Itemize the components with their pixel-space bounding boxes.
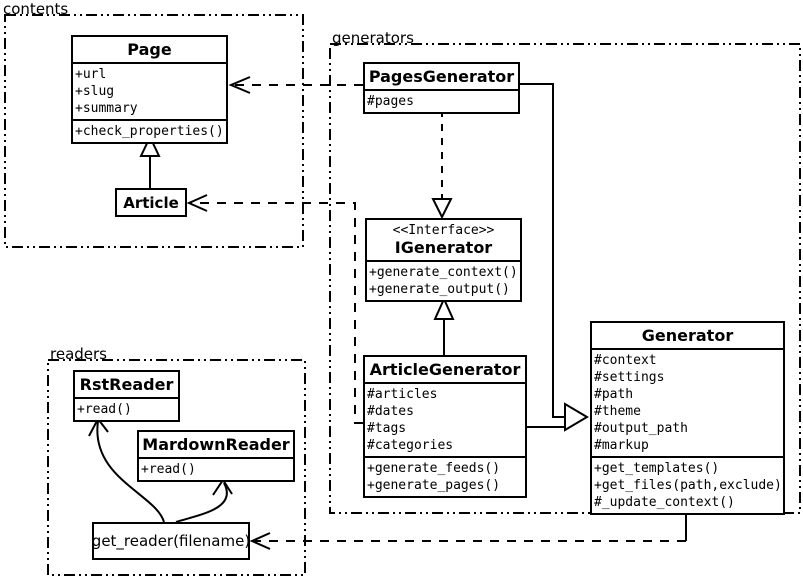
attribute: +url [75, 67, 107, 82]
generalization-arrow-articlegenerator-to-igenerator [433, 296, 455, 355]
class-generator-name: Generator [641, 326, 734, 345]
class-igenerator-name: IGenerator [394, 238, 493, 257]
attribute: #categories [367, 438, 454, 453]
class-generator: Generator #context #settings #path #them… [590, 321, 785, 515]
class-rstreader-name: RstReader [79, 375, 174, 394]
method: +generate_pages() [367, 478, 501, 493]
class-page-attributes: +url +slug +summary [73, 62, 226, 119]
attribute: #context [594, 353, 657, 368]
class-igenerator-stereotype: <<Interface>> [392, 223, 495, 238]
package-border-readers [47, 359, 306, 576]
package-border-contents [4, 14, 304, 248]
class-articlegenerator-name: ArticleGenerator [369, 360, 521, 379]
class-page-name: Page [127, 40, 172, 59]
class-mardownreader: MardownReader +read() [137, 430, 295, 482]
attribute: #articles [367, 387, 438, 402]
class-articlegenerator: ArticleGenerator #articles #dates #tags … [363, 355, 527, 498]
method: +get_files(path,exclude) [594, 478, 782, 493]
attribute: #path [594, 387, 634, 402]
function-get-reader: get_reader(filename) [92, 522, 250, 560]
attribute: #tags [367, 421, 407, 436]
association-arrow-getreader-to-mardownreader [175, 478, 233, 523]
method: +get_templates() [594, 461, 720, 476]
class-page-methods: +check_properties() [73, 119, 226, 142]
method: +read() [141, 462, 196, 477]
package-label-readers: readers [50, 345, 107, 363]
attribute: +slug [75, 84, 115, 99]
class-rstreader-methods: +read() [75, 397, 178, 420]
class-article-name: Article [123, 193, 179, 212]
class-pagesgenerator: PagesGenerator #pages [363, 62, 520, 114]
method: +generate_feeds() [367, 461, 501, 476]
class-generator-attributes: #context #settings #path #theme #output_… [592, 348, 783, 456]
method: +generate_context() [369, 265, 518, 280]
class-mardownreader-name: MardownReader [142, 435, 290, 454]
attribute: #dates [367, 404, 414, 419]
method: +generate_output() [369, 282, 510, 297]
class-mardownreader-methods: +read() [139, 457, 293, 480]
class-article: Article [115, 188, 187, 217]
class-igenerator: <<Interface>> IGenerator +generate_conte… [365, 218, 522, 302]
class-articlegenerator-attributes: #articles #dates #tags #categories [365, 382, 525, 456]
class-pagesgenerator-name: PagesGenerator [368, 67, 515, 86]
package-label-contents: contents [3, 0, 69, 18]
package-label-generators: generators [332, 29, 414, 47]
attribute: #markup [594, 438, 649, 453]
method: +check_properties() [75, 124, 224, 139]
dependency-arrow-pagesgenerator-to-page [228, 76, 363, 94]
class-pagesgenerator-attributes: #pages [365, 89, 518, 112]
function-get-reader-label: get_reader(filename) [91, 532, 251, 550]
attribute: #pages [367, 94, 414, 109]
realization-arrow-pagesgenerator-to-igenerator [431, 110, 453, 220]
dependency-arrow-articlegenerator-to-article [186, 194, 363, 424]
attribute: +summary [75, 101, 138, 116]
class-page: Page +url +slug +summary +check_properti… [71, 35, 228, 144]
class-articlegenerator-methods: +generate_feeds() +generate_pages() [365, 456, 525, 496]
method: +read() [77, 402, 132, 417]
attribute: #theme [594, 404, 641, 419]
class-generator-methods: +get_templates() +get_files(path,exclude… [592, 456, 783, 513]
generalization-arrow-to-generator [520, 83, 589, 432]
class-rstreader: RstReader +read() [73, 370, 180, 422]
package-border-generators [329, 43, 801, 514]
generalization-arrow-article-to-page [139, 134, 161, 188]
method: #_update_context() [594, 495, 735, 510]
attribute: #settings [594, 370, 665, 385]
class-igenerator-methods: +generate_context() +generate_output() [367, 260, 520, 300]
attribute: #output_path [594, 421, 688, 436]
